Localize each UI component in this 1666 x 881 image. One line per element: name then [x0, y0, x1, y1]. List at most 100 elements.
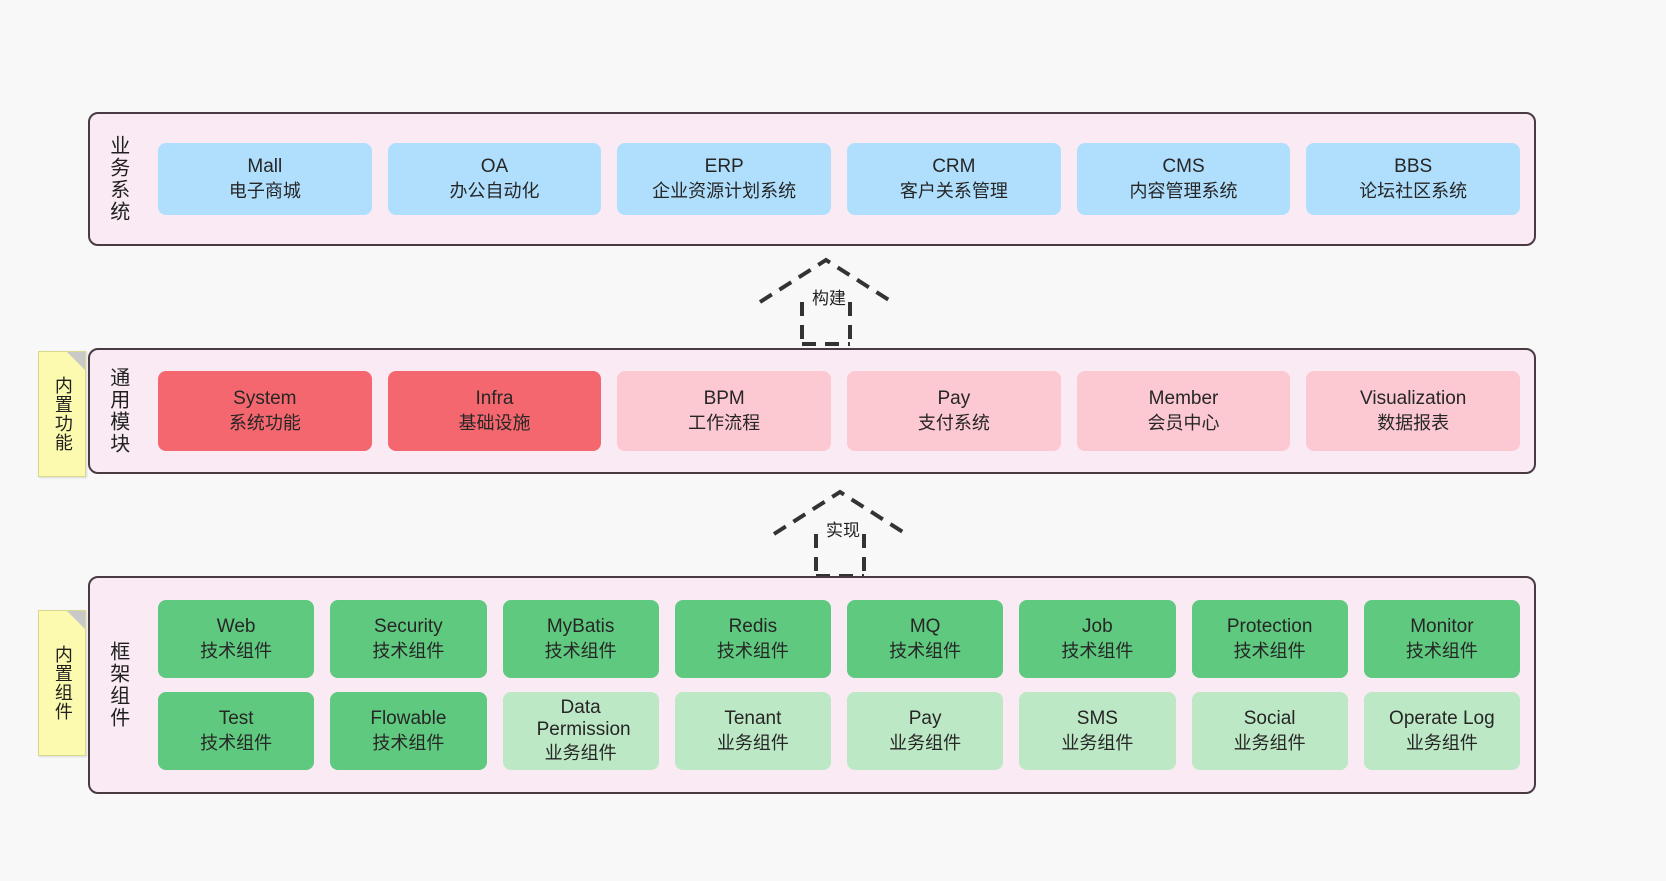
node-title: Infra	[475, 388, 514, 410]
node-title: BBS	[1394, 156, 1433, 178]
node-security[interactable]: Security 技术组件	[330, 600, 487, 678]
connector-implement-label: 实现	[826, 521, 860, 540]
node-title: Flowable	[370, 708, 447, 730]
connector-build-arrow	[758, 257, 894, 346]
connector-implement: 实现	[772, 488, 922, 578]
layer-body-framework-components: Web 技术组件 Security 技术组件 MyBatis 技术组件 Redi…	[144, 578, 1534, 792]
node-flowable[interactable]: Flowable 技术组件	[330, 692, 487, 770]
node-title: Member	[1148, 388, 1219, 410]
sticky-note-builtin-features: 内置功能	[38, 351, 86, 477]
node-title: MQ	[909, 616, 941, 638]
sticky-fold-corner-icon	[67, 611, 85, 629]
node-protection[interactable]: Protection 技术组件	[1191, 600, 1348, 678]
node-title: Job	[1082, 616, 1113, 638]
node-subtitle: 业务组件	[716, 732, 789, 753]
node-member[interactable]: Member 会员中心	[1076, 371, 1291, 451]
node-subtitle: 客户关系管理	[899, 180, 1008, 201]
node-subtitle: 业务组件	[1405, 732, 1478, 753]
layer-framework-components: 框架组件 Web 技术组件 Security 技术组件 MyBatis 技术组件…	[88, 576, 1536, 794]
layer-row: Web 技术组件 Security 技术组件 MyBatis 技术组件 Redi…	[158, 600, 1520, 678]
node-mq[interactable]: MQ 技术组件	[847, 600, 1004, 678]
node-pay-business[interactable]: Pay 业务组件	[847, 692, 1004, 770]
node-system[interactable]: System 系统功能	[158, 371, 372, 451]
node-visualization[interactable]: Visualization 数据报表	[1306, 371, 1521, 451]
node-pay[interactable]: Pay 支付系统	[847, 371, 1061, 451]
layer-body-common-modules: System 系统功能 Infra 基础设施 BPM 工作流程 Pay 支付系统…	[144, 350, 1534, 472]
layer-body-business-systems: Mall 电子商城 OA 办公自动化 ERP 企业资源计划系统 CRM 客户关系…	[144, 114, 1534, 244]
connector-build: 构建	[758, 256, 908, 346]
node-subtitle: 业务组件	[544, 742, 617, 763]
node-oa[interactable]: OA 办公自动化	[387, 143, 602, 215]
node-erp[interactable]: ERP 企业资源计划系统	[617, 143, 832, 215]
node-operate-log[interactable]: Operate Log 业务组件	[1363, 692, 1520, 770]
node-bpm[interactable]: BPM 工作流程	[617, 371, 832, 451]
layer-common-modules: 通用模块 System 系统功能 Infra 基础设施 BPM 工作流程 Pay…	[88, 348, 1536, 474]
sticky-note-label: 内置组件	[52, 645, 73, 721]
node-title: CMS	[1162, 156, 1205, 178]
node-mall[interactable]: Mall 电子商城	[158, 143, 372, 215]
node-title: Monitor	[1410, 616, 1474, 638]
node-subtitle: 业务组件	[1233, 732, 1306, 753]
node-subtitle: 技术组件	[200, 640, 273, 661]
node-subtitle: 企业资源计划系统	[652, 180, 797, 201]
node-subtitle: 会员中心	[1147, 412, 1220, 433]
node-infra[interactable]: Infra 基础设施	[387, 371, 602, 451]
node-title: CRM	[932, 156, 976, 178]
node-monitor[interactable]: Monitor 技术组件	[1363, 600, 1520, 678]
node-redis[interactable]: Redis 技术组件	[674, 600, 831, 678]
node-title: SMS	[1076, 708, 1118, 730]
node-subtitle: 技术组件	[1061, 640, 1134, 661]
layer-row: System 系统功能 Infra 基础设施 BPM 工作流程 Pay 支付系统…	[158, 371, 1521, 451]
node-title: Security	[374, 616, 443, 638]
node-title: Pay	[937, 388, 971, 410]
node-title: Tenant	[724, 708, 782, 730]
node-title: ERP	[704, 156, 744, 178]
node-subtitle: 支付系统	[917, 412, 990, 433]
node-subtitle: 办公自动化	[449, 180, 540, 201]
node-bbs[interactable]: BBS 论坛社区系统	[1306, 143, 1521, 215]
node-subtitle: 业务组件	[1061, 732, 1134, 753]
node-title: OA	[480, 156, 509, 178]
node-subtitle: 技术组件	[372, 640, 445, 661]
node-subtitle: 技术组件	[716, 640, 789, 661]
layer-row: Test 技术组件 Flowable 技术组件 Data Permission …	[158, 692, 1520, 770]
sticky-note-builtin-components: 内置组件	[38, 610, 86, 756]
node-title: Redis	[728, 616, 778, 638]
node-tenant[interactable]: Tenant 业务组件	[674, 692, 831, 770]
node-data-permission[interactable]: Data Permission 业务组件	[502, 692, 659, 770]
sticky-fold-corner-icon	[67, 352, 85, 370]
node-subtitle: 电子商城	[228, 180, 301, 201]
node-job[interactable]: Job 技术组件	[1019, 600, 1176, 678]
node-social[interactable]: Social 业务组件	[1191, 692, 1348, 770]
node-subtitle: 技术组件	[544, 640, 617, 661]
node-subtitle: 技术组件	[889, 640, 962, 661]
node-subtitle: 业务组件	[889, 732, 962, 753]
node-crm[interactable]: CRM 客户关系管理	[847, 143, 1061, 215]
node-subtitle: 基础设施	[458, 412, 531, 433]
node-subtitle: 内容管理系统	[1129, 180, 1238, 201]
layer-business-systems: 业务系统 Mall 电子商城 OA 办公自动化 ERP 企业资源计划系统 CRM…	[88, 112, 1536, 246]
node-subtitle: 数据报表	[1377, 412, 1450, 433]
node-subtitle: 技术组件	[200, 732, 273, 753]
sticky-note-label: 内置功能	[52, 376, 73, 452]
node-subtitle: 技术组件	[1405, 640, 1478, 661]
node-title: Web	[216, 616, 256, 638]
node-title: MyBatis	[546, 616, 615, 638]
node-title: Visualization	[1360, 388, 1467, 410]
node-subtitle: 系统功能	[228, 412, 301, 433]
node-subtitle: 技术组件	[1233, 640, 1306, 661]
node-mybatis[interactable]: MyBatis 技术组件	[502, 600, 659, 678]
node-title: Test	[218, 708, 254, 730]
node-test[interactable]: Test 技术组件	[158, 692, 315, 770]
node-title: Operate Log	[1389, 708, 1495, 730]
node-title: BPM	[703, 388, 745, 410]
node-cms[interactable]: CMS 内容管理系统	[1076, 143, 1291, 215]
node-title: Mall	[247, 156, 283, 178]
node-title: Protection	[1226, 616, 1313, 638]
layer-label-business-systems: 业务系统	[106, 135, 129, 223]
node-subtitle: 工作流程	[688, 412, 761, 433]
node-web[interactable]: Web 技术组件	[158, 600, 315, 678]
node-sms[interactable]: SMS 业务组件	[1019, 692, 1176, 770]
layer-row: Mall 电子商城 OA 办公自动化 ERP 企业资源计划系统 CRM 客户关系…	[158, 143, 1521, 215]
layer-label-framework-components: 框架组件	[106, 641, 129, 729]
